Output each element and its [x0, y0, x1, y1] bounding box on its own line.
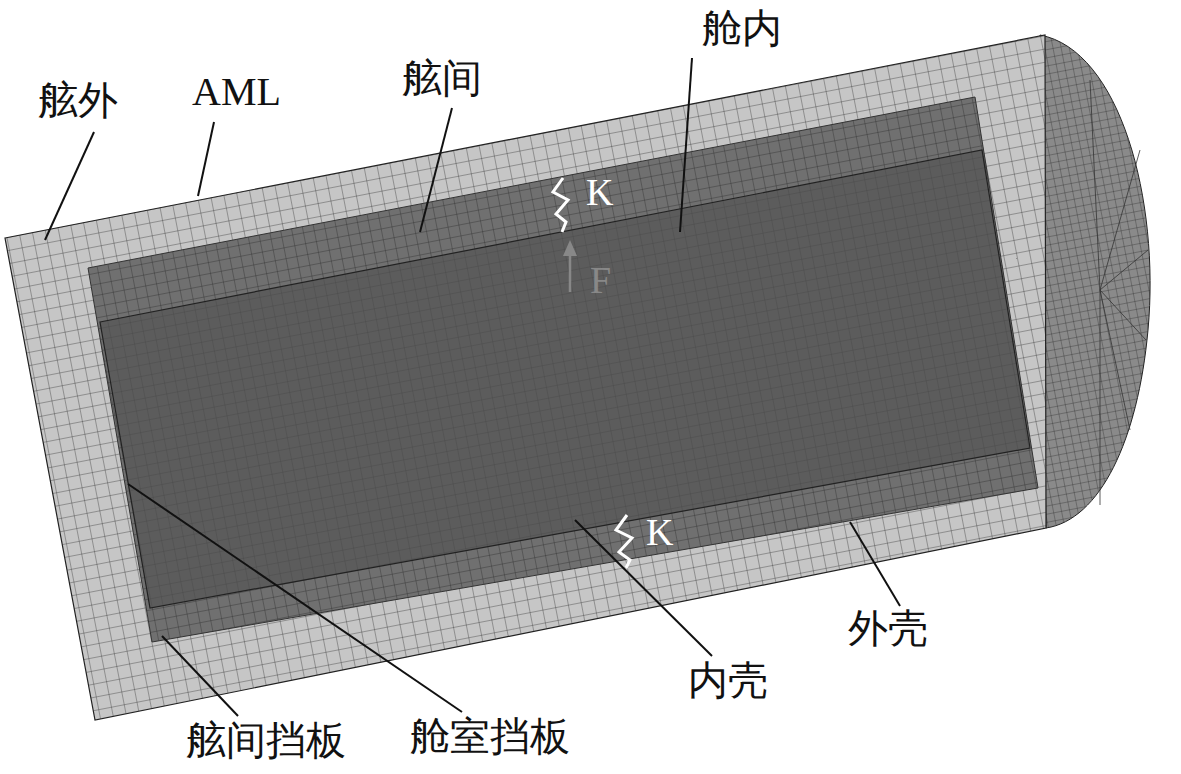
part-label: 舷外: [38, 78, 118, 122]
part-label: 内壳: [688, 658, 768, 702]
spring-symbol: [616, 515, 632, 568]
leader-lines: [45, 58, 900, 716]
inter-hull-region: [88, 97, 1038, 642]
spring-symbol: [553, 178, 568, 232]
part-label: 舱内: [702, 6, 782, 50]
force-arrowhead: [563, 240, 577, 256]
part-label: 外壳: [848, 606, 928, 650]
cap-radial-lines: [1090, 80, 1148, 505]
end-cap: [1040, 35, 1150, 528]
part-label: 舱室挡板: [410, 714, 570, 758]
cabin-interior: [100, 150, 1030, 608]
symbol-label: K: [646, 512, 673, 554]
symbol-label: K: [586, 172, 613, 214]
symbol-label: F: [590, 260, 611, 302]
outer-fluid-aml: [5, 35, 1046, 720]
part-label: 舷间挡板: [186, 718, 346, 762]
part-label: AML: [192, 70, 281, 114]
force-arrow: [569, 252, 572, 292]
part-label: 舷间: [402, 56, 482, 100]
